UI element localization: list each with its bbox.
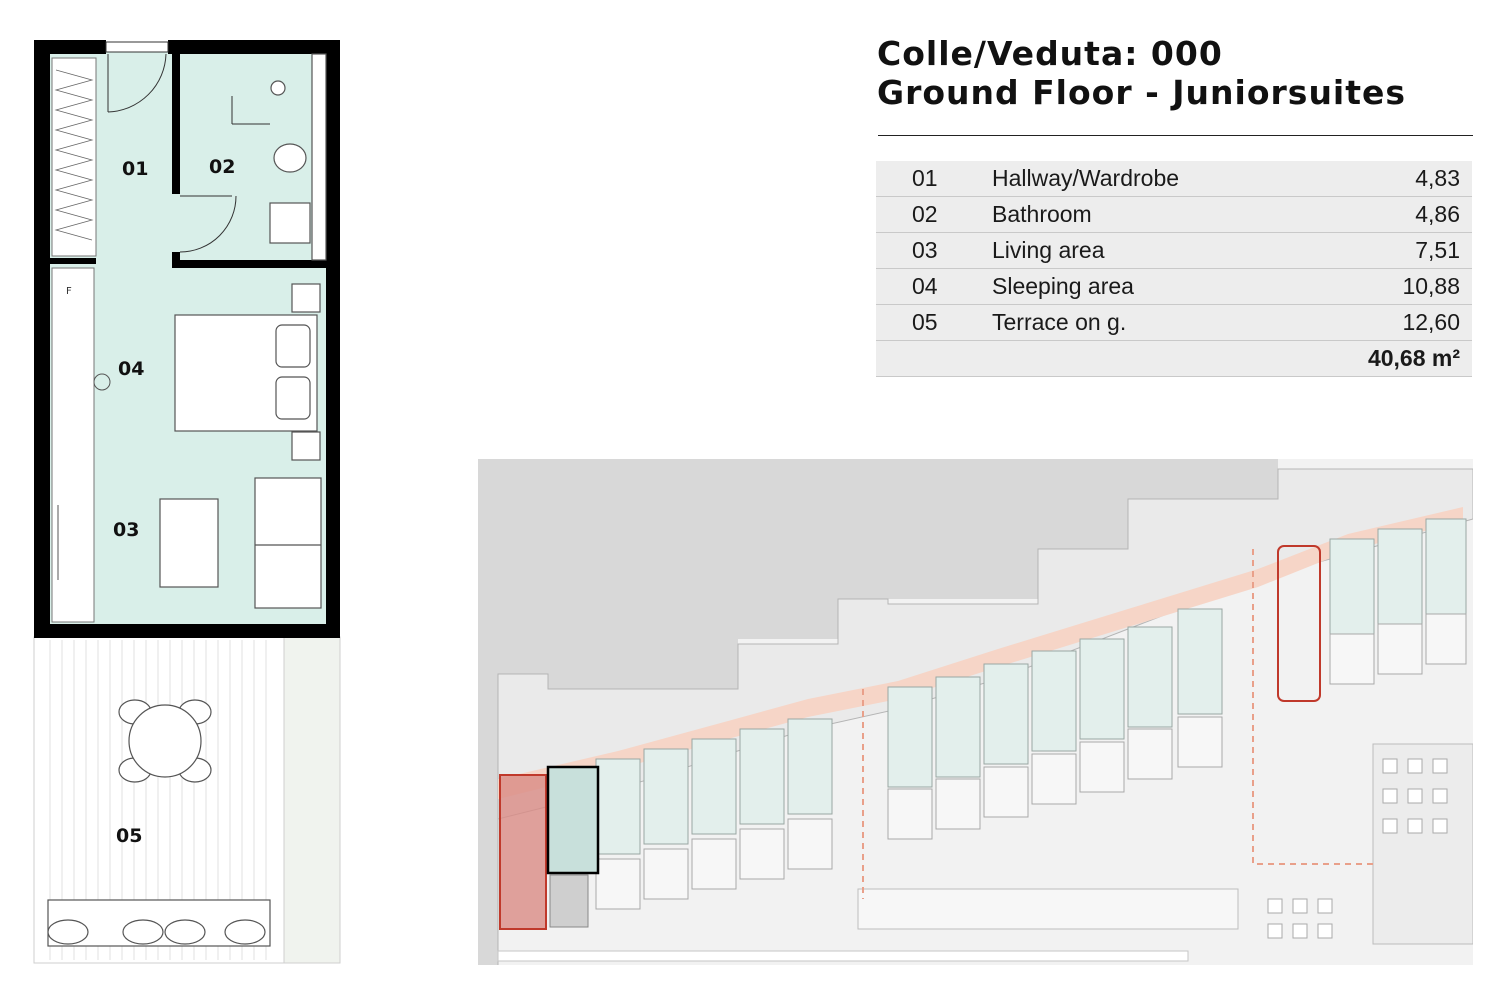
entry-door xyxy=(105,41,169,113)
room-name: Sleeping area xyxy=(992,268,1301,305)
highlighted-unit-outline-upper xyxy=(1277,545,1321,702)
suite-terraces xyxy=(595,613,1467,910)
table-row: 03 Living area 7,51 xyxy=(876,232,1472,269)
room-area: 4,86 xyxy=(1300,196,1472,233)
desk-chair xyxy=(57,373,111,580)
room-number: 04 xyxy=(876,268,992,305)
table-row: 02 Bathroom 4,86 xyxy=(876,196,1472,233)
heading-building: Colle/Veduta: 000 xyxy=(877,34,1223,73)
room-name: Terrace on g. xyxy=(992,304,1301,341)
room-name: Living area xyxy=(992,232,1301,269)
room-label-01: 01 xyxy=(122,158,148,180)
room-area: 10,88 xyxy=(1300,268,1472,305)
room-number: 03 xyxy=(876,232,992,269)
terrace-loungers xyxy=(47,899,271,947)
bathroom-door xyxy=(179,96,270,253)
wardrobe xyxy=(51,57,97,257)
suite-units xyxy=(595,518,1467,855)
wardrobe-hangers xyxy=(54,69,94,241)
pool-deck xyxy=(857,888,1239,930)
total-row: 40,68 m² xyxy=(876,340,1472,377)
room-area: 12,60 xyxy=(1300,304,1472,341)
site-plan xyxy=(478,459,1473,965)
room-label-02: 02 xyxy=(209,156,235,178)
heading-divider xyxy=(878,135,1473,136)
room-number: 01 xyxy=(876,161,992,197)
restaurant-area xyxy=(1372,743,1473,945)
walls xyxy=(34,40,340,638)
table-row: 04 Sleeping area 10,88 xyxy=(876,268,1472,305)
restaurant-tables xyxy=(1267,758,1448,939)
adjacent-unit-outline xyxy=(546,765,600,875)
terrace-table-set xyxy=(118,699,212,783)
highlighted-unit xyxy=(499,774,547,930)
heading-floor: Ground Floor - Juniorsuites xyxy=(877,73,1407,112)
sofa-and-table xyxy=(159,477,322,609)
terrace-side-strip xyxy=(283,636,341,964)
room-area-table: 01 Hallway/Wardrobe 4,83 02 Bathroom 4,8… xyxy=(876,161,1472,377)
room-number: 05 xyxy=(876,304,992,341)
room-area: 7,51 xyxy=(1300,232,1472,269)
pool xyxy=(497,950,1189,962)
total-area: 40,68 m² xyxy=(1300,340,1472,377)
circulation-dashes xyxy=(862,549,1373,899)
room-label-03: 03 xyxy=(113,519,139,541)
bed xyxy=(174,283,321,461)
room-number: 02 xyxy=(876,196,992,233)
fridge-label: F xyxy=(66,286,72,297)
room-area: 4,83 xyxy=(1300,161,1472,197)
room-name: Hallway/Wardrobe xyxy=(992,161,1301,197)
kitchenette-counter xyxy=(51,267,95,623)
bathroom-fixtures xyxy=(269,53,327,261)
room-label-04: 04 xyxy=(118,358,144,380)
unit-floor-plan: 01 02 04 03 05 F xyxy=(33,40,341,964)
room-name: Bathroom xyxy=(992,196,1301,233)
table-row: 05 Terrace on g. 12,60 xyxy=(876,304,1472,341)
room-label-05: 05 xyxy=(116,825,142,847)
adjacent-unit-terrace xyxy=(549,874,589,928)
plan-heading: Colle/Veduta: 000 Ground Floor - Juniors… xyxy=(877,34,1477,112)
circulation-corridor xyxy=(498,507,1463,799)
table-row: 01 Hallway/Wardrobe 4,83 xyxy=(876,161,1472,197)
